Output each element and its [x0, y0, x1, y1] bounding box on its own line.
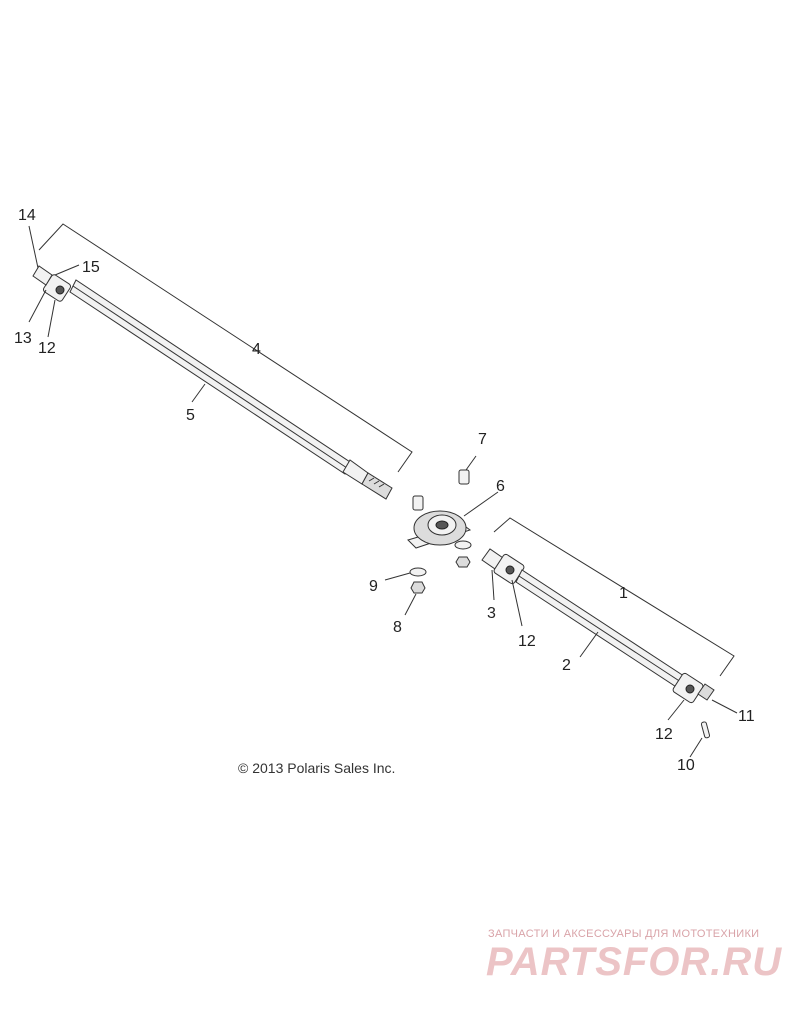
callout-1: 1 [619, 585, 628, 602]
callout-13: 13 [14, 330, 32, 347]
callout-14: 14 [18, 207, 36, 224]
rear-front-u-joint-cross [505, 565, 515, 575]
callout-3: 3 [487, 605, 496, 622]
callout-4: 4 [252, 341, 261, 358]
washer-left [409, 567, 427, 577]
callout-7: 7 [478, 431, 487, 448]
copyright-notice: © 2013 Polaris Sales Inc. [238, 760, 396, 776]
front-prop-shaft-assembly [32, 223, 413, 500]
callout-10: 10 [677, 757, 695, 774]
callout-12-center: 12 [518, 633, 536, 650]
roll-pin [700, 721, 711, 739]
assembly-4-bracket [38, 223, 413, 473]
rear-prop-shaft-assembly [481, 517, 738, 758]
watermark-tagline: ЗАПЧАСТИ И АКСЕССУАРЫ ДЛЯ МОТОТЕХНИКИ [488, 928, 760, 940]
assembly-1-bracket [493, 517, 735, 677]
front-shaft-spline [361, 472, 393, 500]
front-u-joint-cross [55, 285, 65, 295]
watermark-logo: PARTSFOR.RU [486, 940, 783, 984]
nut-right [455, 556, 471, 568]
callout-2: 2 [562, 657, 571, 674]
washer-right [454, 540, 472, 550]
callout-6: 6 [496, 478, 505, 495]
rear-output-yoke [697, 683, 715, 701]
callout-12-front: 12 [38, 340, 56, 357]
center-bearing-group [384, 455, 499, 616]
callout-11: 11 [738, 708, 755, 725]
bearing-bolt-right [458, 469, 470, 485]
nut-left [410, 581, 426, 594]
callout-5: 5 [186, 407, 195, 424]
rear-back-u-joint-cross [685, 684, 695, 694]
callout-8: 8 [393, 619, 402, 636]
callout-9: 9 [369, 578, 378, 595]
bearing-bolt-left [412, 495, 424, 511]
callout-15: 15 [82, 259, 100, 276]
center-bearing-bore [435, 520, 449, 530]
front-stub-shaft [32, 265, 53, 286]
callout-12-rear: 12 [655, 726, 673, 743]
